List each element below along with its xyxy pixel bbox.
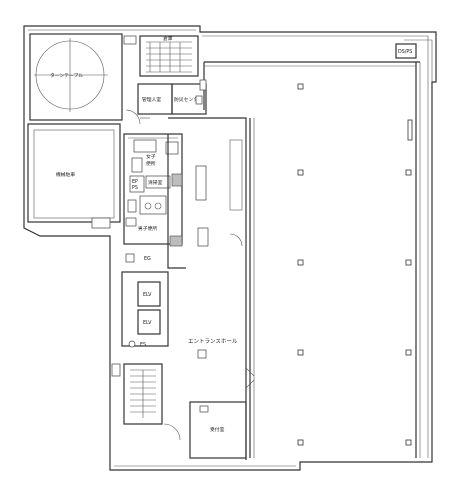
mens-wc-label: 男子便所 <box>138 225 157 232</box>
svg-text:PS: PS <box>132 185 138 191</box>
column-icon <box>297 259 304 266</box>
dsps-room: DS/PS <box>395 43 417 59</box>
column-icon <box>407 119 413 141</box>
column-icon <box>297 439 304 446</box>
turntable-area: ターンテーブル <box>29 33 123 121</box>
disaster-center-label: 防災センター <box>174 96 203 103</box>
column-icon <box>297 349 304 356</box>
elevator-core: ELV ELV ES <box>121 271 169 348</box>
reception-room: 受付室 <box>189 401 247 459</box>
warehouse-label: 倉庫 <box>163 35 173 42</box>
office-mgr-label: 管理人室 <box>142 96 161 103</box>
cleaning-label: 清掃室 <box>148 179 163 186</box>
south-stair <box>111 363 181 441</box>
door-icon <box>163 423 181 441</box>
column-icon <box>297 169 304 176</box>
entrance-hall-label: エントランスホール <box>188 338 238 345</box>
door-icon <box>125 109 141 125</box>
parking-area: 機械駐車 <box>27 123 121 229</box>
elv1-label: ELV <box>143 292 152 298</box>
entrance-hall: エントランスホール <box>167 117 255 460</box>
es-label: ES <box>140 342 146 348</box>
parking-label: 機械駐車 <box>56 171 75 178</box>
wc-block: 女子 便所 EP PS 清掃室 男子便所 EG <box>123 133 183 263</box>
womens-wc-label: 女子 <box>146 153 156 160</box>
outer-walls <box>23 25 437 471</box>
elv2-label: ELV <box>143 320 152 326</box>
door-icon <box>245 367 255 389</box>
eg-label: EG <box>144 256 151 262</box>
stair-icon <box>146 41 192 73</box>
ps-label: EP <box>132 179 138 185</box>
column-icon <box>405 349 412 356</box>
column-icon <box>405 259 412 266</box>
reception-label: 受付室 <box>210 426 225 433</box>
svg-text:便所: 便所 <box>146 160 156 167</box>
column-icon <box>405 169 412 176</box>
turntable-label: ターンテーブル <box>50 72 83 79</box>
columns <box>297 83 413 446</box>
dsp-label: DS/PS <box>398 49 412 55</box>
column-icon <box>405 439 412 446</box>
column-icon <box>297 83 304 90</box>
north-core: 倉庫 管理人室 防災センター <box>123 35 207 125</box>
